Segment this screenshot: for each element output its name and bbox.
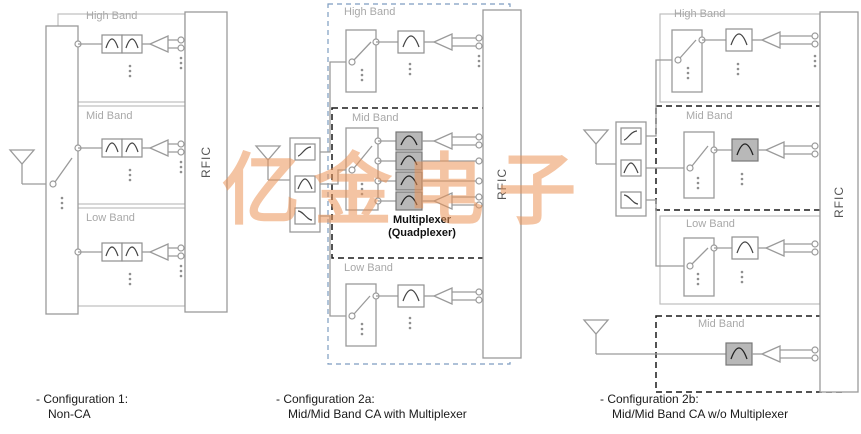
config1-mid-band-label: Mid Band xyxy=(86,110,133,122)
ellipsis-dots xyxy=(813,54,817,68)
amplifier-icon xyxy=(433,192,453,210)
bandpass-filter-icon xyxy=(101,34,123,54)
ellipsis-dots xyxy=(408,62,412,76)
config2b-low-band-path xyxy=(683,236,819,297)
config1-low-band-path xyxy=(78,242,185,286)
amplifier-icon xyxy=(765,141,785,159)
config2b-mid-band-bottom-label: Mid Band xyxy=(698,318,745,330)
config1-caption: - Configuration 1: Non-CA xyxy=(36,392,128,422)
amplifier-icon xyxy=(761,31,781,49)
config2b-high-band-path xyxy=(671,28,819,93)
config2a-caption-line2: Mid/Mid Band CA with Multiplexer xyxy=(288,407,467,421)
config2b-caption-line2: Mid/Mid Band CA w/o Multiplexer xyxy=(612,407,789,421)
ellipsis-dots xyxy=(360,68,364,82)
ellipsis-dots xyxy=(179,160,183,174)
config1-caption-line1: - Configuration 1: xyxy=(36,392,129,406)
config2b-triplexer xyxy=(615,121,647,217)
ellipsis-dots xyxy=(128,272,132,286)
config2b-diagram xyxy=(583,11,859,393)
bandpass-filter-icon xyxy=(121,242,143,262)
multiplexer-label-line1: Multiplexer xyxy=(392,214,452,226)
config2a-caption: - Configuration 2a: Mid/Mid Band CA with… xyxy=(276,392,467,422)
ellipsis-dots xyxy=(179,56,183,70)
ellipsis-dots xyxy=(179,264,183,278)
config1-antenna-switch xyxy=(45,25,82,315)
bandpass-filter-icon xyxy=(101,242,123,262)
multiplexer-filter-icon xyxy=(395,151,423,171)
ellipsis-dots xyxy=(740,270,744,284)
ellipsis-dots xyxy=(696,176,700,190)
ellipsis-dots xyxy=(128,64,132,78)
ellipsis-dots xyxy=(128,168,132,182)
ellipsis-dots xyxy=(740,172,744,186)
bandpass-filter-icon xyxy=(397,284,425,308)
config2b-high-band-label: High Band xyxy=(674,8,726,20)
config2a-high-band-path xyxy=(345,29,483,93)
config1-low-band-label: Low Band xyxy=(86,212,135,224)
antenna-icon xyxy=(583,319,609,355)
multiplexer-filter-icon xyxy=(395,191,423,211)
config2b-low-band-label: Low Band xyxy=(686,218,735,230)
amplifier-icon xyxy=(761,345,781,363)
amplifier-icon xyxy=(149,139,169,157)
amplifier-icon xyxy=(765,239,785,257)
amplifier-icon xyxy=(433,287,453,305)
ellipsis-dots xyxy=(696,272,700,286)
ellipsis-dots xyxy=(686,66,690,80)
config1-rfic-box xyxy=(184,11,228,313)
config2b-mid-band-path xyxy=(683,131,819,199)
config2a-mid-band-multiplexer-path xyxy=(345,127,483,211)
config2b-mid-band2-path xyxy=(725,342,819,366)
antenna-icon xyxy=(9,149,35,185)
antenna-icon xyxy=(255,145,281,181)
amplifier-icon xyxy=(149,243,169,261)
multiplexer-filter-icon xyxy=(395,171,423,191)
config2b-rfic-label: RFIC xyxy=(832,186,846,218)
config1-caption-line2: Non-CA xyxy=(48,407,91,421)
bandpass-filter-icon xyxy=(725,28,753,52)
bandpass-filter-icon xyxy=(731,236,759,260)
amplifier-icon xyxy=(433,33,453,51)
config1-diagram xyxy=(9,11,228,315)
config2b-caption-line1: - Configuration 2b: xyxy=(600,392,699,406)
config2a-rfic-box xyxy=(482,9,522,359)
config1-rfic-label: RFIC xyxy=(199,146,213,178)
bandpass-filter-icon xyxy=(121,34,143,54)
mid-band-filter-icon xyxy=(725,342,753,366)
ellipsis-dots xyxy=(60,196,64,210)
bandpass-filter-icon xyxy=(101,138,123,158)
config1-high-band-label: High Band xyxy=(86,10,138,22)
bandpass-filter-icon xyxy=(397,30,425,54)
config2a-mid-band-label: Mid Band xyxy=(352,112,399,124)
ellipsis-dots xyxy=(408,316,412,330)
ellipsis-dots xyxy=(360,182,364,196)
multiplexer-label-line2: (Quadplexer) xyxy=(388,227,456,239)
config2a-low-band-label: Low Band xyxy=(344,262,393,274)
ellipsis-dots xyxy=(477,54,481,68)
mid-band-filter-icon xyxy=(731,138,759,162)
antenna-icon xyxy=(583,129,609,165)
config2a-rfic-label: RFIC xyxy=(495,168,509,200)
amplifier-icon xyxy=(149,35,169,53)
multiplexer-label: Multiplexer (Quadplexer) xyxy=(374,214,470,240)
config2a-diagram xyxy=(255,3,522,365)
multiplexer-filter-icon xyxy=(395,131,423,151)
amplifier-icon xyxy=(433,132,453,150)
config2b-caption: - Configuration 2b: Mid/Mid Band CA w/o … xyxy=(600,392,788,422)
config2a-high-band-label: High Band xyxy=(344,6,396,18)
bandpass-filter-icon xyxy=(121,138,143,158)
config2b-rfic-box xyxy=(819,11,859,393)
ellipsis-dots xyxy=(736,62,740,76)
config2a-triplexer xyxy=(289,137,321,233)
config2a-low-band-path xyxy=(345,283,483,347)
config1-high-band-path xyxy=(78,34,185,78)
config2b-mid-band-top-label: Mid Band xyxy=(686,110,733,122)
config1-mid-band-path xyxy=(78,138,185,182)
ellipsis-dots xyxy=(360,322,364,336)
config2a-caption-line1: - Configuration 2a: xyxy=(276,392,375,406)
